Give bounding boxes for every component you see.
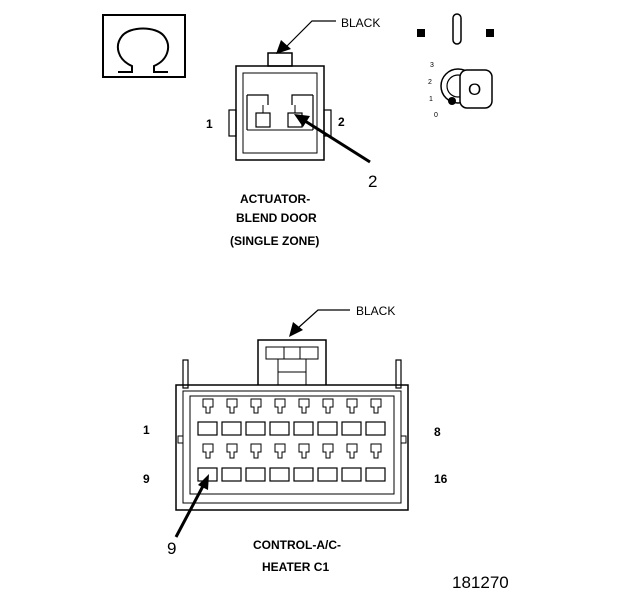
top-title-line-1: ACTUATOR- xyxy=(240,192,310,206)
bottom-pin-1: 1 xyxy=(143,423,150,437)
control-connector xyxy=(175,339,409,511)
top-title-line-2: BLEND DOOR xyxy=(236,211,317,225)
ignition-key-icon: 3 2 1 0 O xyxy=(428,62,493,119)
top-pin-left: 1 xyxy=(206,117,213,131)
top-callout-number: 2 xyxy=(368,172,377,191)
omega-symbol-icon xyxy=(102,14,186,78)
bottom-callout-number: 9 xyxy=(167,539,176,558)
bottom-title-line-1: CONTROL-A/C- xyxy=(253,538,341,552)
bottom-title-line-2: HEATER C1 xyxy=(262,560,329,574)
top-title-line-3: (SINGLE ZONE) xyxy=(230,234,319,248)
terminal-row-1 xyxy=(197,398,386,436)
key-letter: O xyxy=(468,80,481,99)
switch-position-icon xyxy=(417,13,494,45)
figure-number: 181270 xyxy=(452,573,509,592)
terminal-row-2 xyxy=(197,443,386,482)
bottom-pin-16: 16 xyxy=(434,472,448,486)
top-color-label: BLACK xyxy=(341,16,380,30)
top-pin-right: 2 xyxy=(338,115,345,129)
bottom-color-label: BLACK xyxy=(356,304,395,318)
bottom-pin-9: 9 xyxy=(143,472,150,486)
bottom-pin-8: 8 xyxy=(434,425,441,439)
key-position-2: 2 xyxy=(428,79,432,86)
actuator-connector xyxy=(228,52,332,161)
key-position-1: 1 xyxy=(429,96,433,103)
key-position-3: 3 xyxy=(430,62,434,69)
key-position-0: 0 xyxy=(434,112,438,119)
